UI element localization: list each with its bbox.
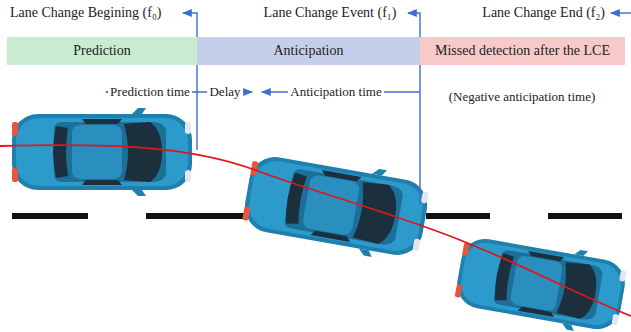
time-label: Prediction time [108, 85, 192, 100]
car-end [452, 230, 629, 332]
phase-band: Anticipation [197, 37, 420, 65]
event-title: Lane Change End (f₂) [480, 5, 607, 21]
phase-label: Anticipation [274, 43, 344, 59]
phase-label: Prediction [73, 43, 131, 59]
event-title: Lane Change Begining (f₀) [8, 5, 163, 21]
car-event [240, 147, 433, 265]
phase-band: Missed detection after the LCE [420, 37, 625, 65]
trajectory [0, 145, 631, 316]
time-label: (Negative anticipation time) [447, 90, 598, 105]
event-title: Lane Change Event (f₁) [262, 5, 399, 21]
time-label: Delay [207, 85, 242, 100]
time-label: Anticipation time [288, 85, 383, 100]
phase-label: Missed detection after the LCE [435, 43, 610, 59]
car-start [12, 108, 192, 196]
phase-band: Prediction [7, 37, 197, 65]
